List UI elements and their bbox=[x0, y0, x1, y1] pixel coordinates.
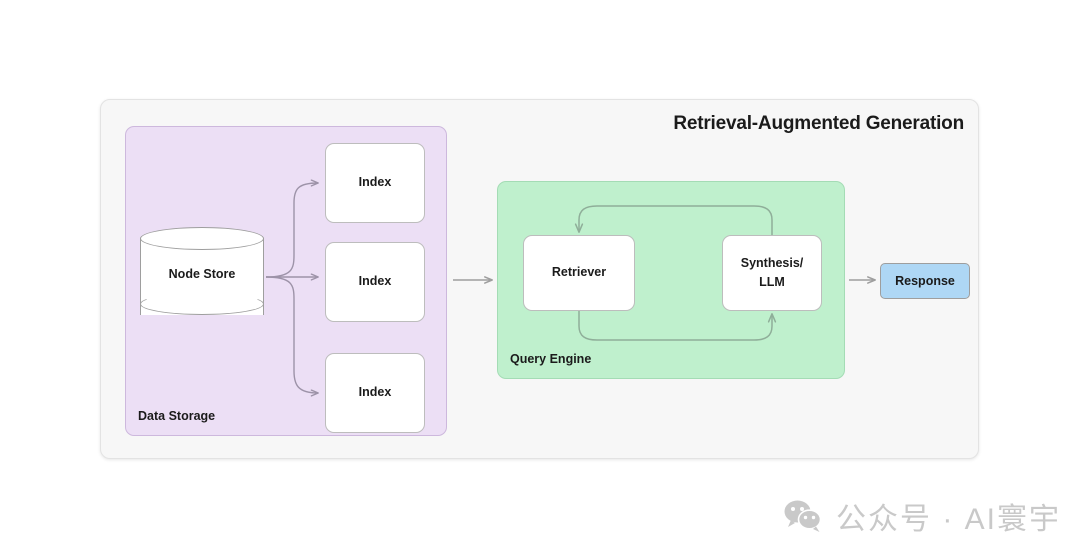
index-box-3: Index bbox=[325, 353, 425, 433]
page-title: Retrieval-Augmented Generation bbox=[673, 113, 964, 134]
cylinder-bottom-ellipse bbox=[140, 293, 264, 315]
watermark: 公众号 · AI寰宇 bbox=[783, 494, 1061, 538]
cylinder-top-ellipse bbox=[140, 227, 264, 250]
synthesis-line-2: LLM bbox=[759, 275, 785, 289]
index-box-1: Index bbox=[325, 143, 425, 223]
synthesis-llm-box: Synthesis/ LLM bbox=[722, 235, 822, 311]
node-store-label: Node Store bbox=[168, 267, 236, 281]
retriever-box: Retriever bbox=[523, 235, 635, 311]
data-storage-label: Data Storage bbox=[138, 409, 216, 423]
synthesis-line-1: Synthesis/ bbox=[740, 255, 804, 270]
node-store-cylinder: Node Store bbox=[140, 227, 264, 326]
watermark-text: 公众号 · AI寰宇 bbox=[836, 503, 1062, 536]
rag-diagram-card: Retrieval-Augmented Generation Node Stor… bbox=[100, 99, 979, 459]
query-engine-panel: Retriever Synthesis/ LLM Query Engine bbox=[497, 181, 845, 379]
data-storage-panel: Node Store Index Index Index Data Stor bbox=[125, 126, 447, 436]
query-engine-label: Query Engine bbox=[510, 352, 592, 366]
wechat-icon bbox=[784, 500, 822, 532]
index-box-2: Index bbox=[325, 242, 425, 322]
response-box: Response bbox=[880, 263, 970, 299]
